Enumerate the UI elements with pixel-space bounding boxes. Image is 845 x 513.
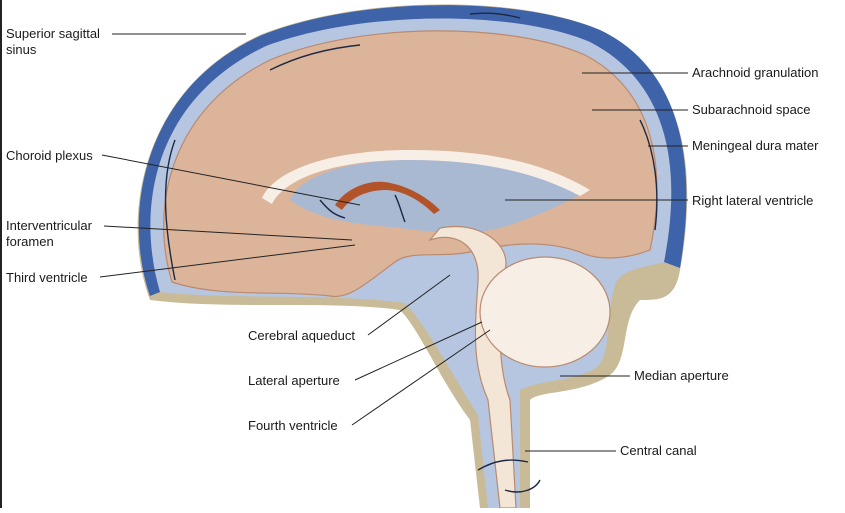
label-fourth-ventricle: Fourth ventricle [248,418,338,433]
csf-flow-arrows [164,12,658,493]
flow-arrow-1 [164,139,176,281]
label-median-aperture: Median aperture [634,368,729,383]
left-frame-border [0,0,2,508]
leader-lines [99,33,688,452]
label-choroid-plexus: Choroid plexus [6,148,93,163]
label-lateral-aperture: Lateral aperture [248,373,340,388]
flow-arrow-3 [469,12,521,19]
leader-fourth-ventricle [351,329,491,426]
label-cerebral-aqueduct: Cerebral aqueduct [248,328,355,343]
flow-arrow-5 [319,199,346,219]
right-lateral-ventricle-shape [290,160,580,233]
cerebellum [479,256,611,368]
corpus-callosum [262,150,590,204]
label-meningeal-dura-mater: Meningeal dura mater [692,138,819,153]
flow-arrow-2 [269,44,361,71]
label-arachnoid-granulation: Arachnoid granulation [692,65,819,80]
flow-arrow-7 [477,459,529,471]
choroid-plexus-tissue [335,181,440,214]
leader-interventricular-foramen [103,225,353,241]
flow-arrow-8 [504,479,541,493]
leader-lateral-aperture [354,321,483,381]
leader-cerebral-aqueduct [367,274,451,336]
label-superior-sagittal-sinus: Superior sagittal sinus [6,26,100,57]
label-interventricular-foramen: Interventricular foramen [6,218,92,249]
flow-arrow-6 [394,194,406,223]
label-subarachnoid-space: Subarachnoid space [692,102,811,117]
label-third-ventricle: Third ventricle [6,270,88,285]
leader-third-ventricle [99,244,356,278]
label-central-canal: Central canal [620,443,697,458]
label-right-lateral-ventricle: Right lateral ventricle [692,193,814,208]
flow-arrow-4 [639,119,658,231]
leader-choroid-plexus [101,154,361,206]
